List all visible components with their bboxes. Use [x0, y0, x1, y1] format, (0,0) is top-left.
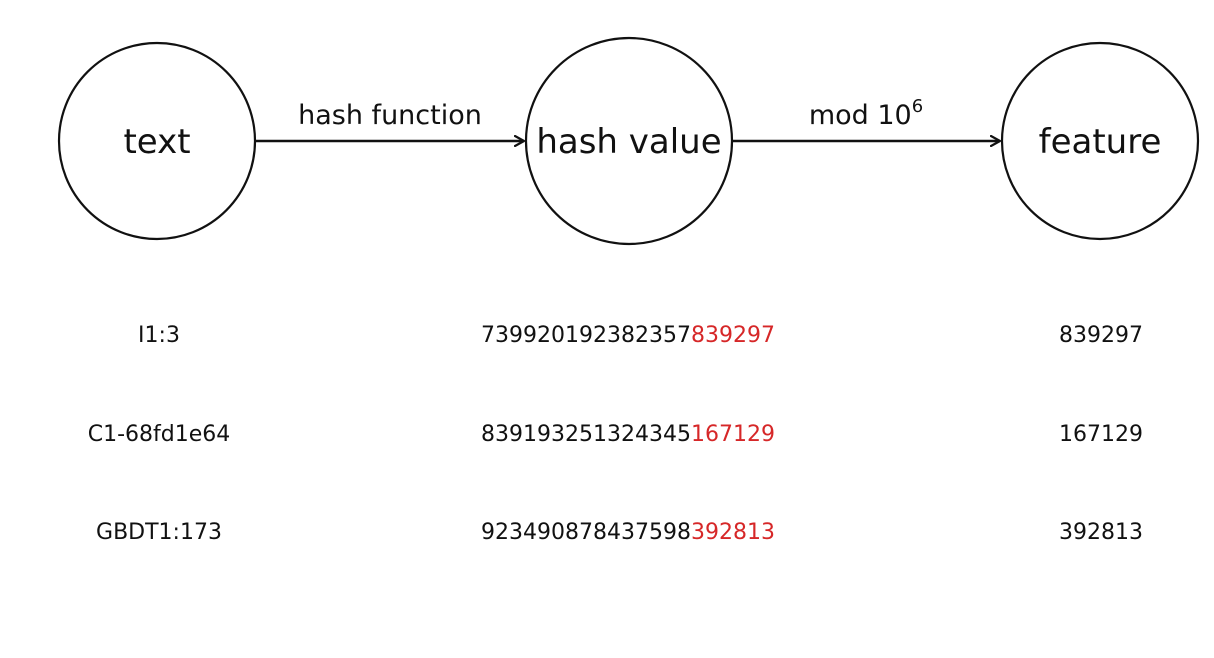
hash-suffix-highlight: 167129	[690, 422, 775, 447]
row-feature: 839297	[1059, 323, 1143, 348]
row-hash-value: 739920192382357839297	[481, 316, 775, 356]
edge-hash-function-label: hash function	[298, 100, 482, 131]
pipeline-diagram: text hash value feature hash function mo…	[57, 36, 1200, 246]
node-feature: feature	[1000, 41, 1200, 241]
row-feature: 392813	[1059, 520, 1143, 545]
row-text: I1:3	[138, 323, 180, 348]
row-feature: 167129	[1059, 422, 1143, 447]
edge-mod-base: mod 10	[809, 100, 912, 131]
edge-mod-exponent: 6	[912, 96, 923, 117]
row-text: C1-68fd1e64	[87, 422, 231, 447]
node-text: text	[57, 41, 257, 241]
node-feature-circle	[1000, 41, 1200, 241]
row-hash-value: 839193251324345167129	[481, 415, 775, 455]
hash-prefix: 839193251324345	[481, 422, 691, 447]
example-row: I1:3 739920192382357839297 839297	[0, 316, 1214, 356]
node-hash-value: hash value	[524, 36, 734, 246]
hash-prefix: 923490878437598	[481, 520, 691, 545]
edge-mod-label: mod 106	[809, 96, 923, 131]
example-row: GBDT1:173 923490878437598392813 392813	[0, 513, 1214, 553]
hash-prefix: 739920192382357	[481, 323, 691, 348]
node-hash-value-label: hash value	[536, 122, 721, 162]
node-feature-label: feature	[1039, 122, 1162, 162]
row-text: GBDT1:173	[96, 520, 222, 545]
node-text-label: text	[123, 122, 190, 162]
row-hash-value: 923490878437598392813	[481, 513, 775, 553]
hash-suffix-highlight: 392813	[690, 520, 775, 545]
edge-mod: mod 106	[732, 96, 1000, 141]
hash-suffix-highlight: 839297	[690, 323, 775, 348]
edge-hash-function: hash function	[255, 100, 524, 141]
example-row: C1-68fd1e64 839193251324345167129 167129	[0, 415, 1214, 455]
